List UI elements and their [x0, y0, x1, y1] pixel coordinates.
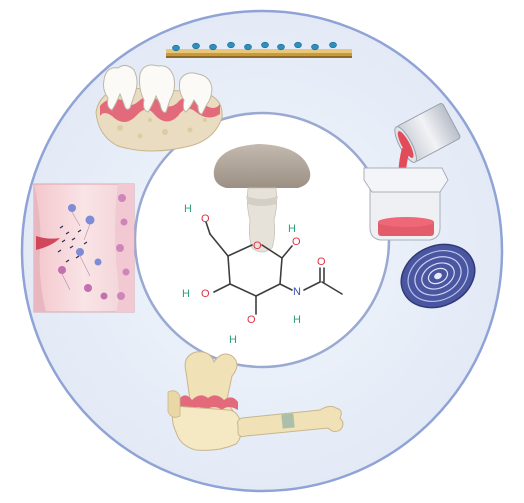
atom-o-carbonyl: O [317, 256, 326, 268]
mushroom-icon [213, 144, 311, 253]
atom-n-amide: N [293, 286, 301, 298]
atom-o-anomeric: O [292, 236, 301, 248]
atom-h-c4: H [182, 288, 190, 300]
atom-o-top: O [201, 213, 210, 225]
atom-o-ring: O [253, 240, 262, 252]
pouring-container-icon [363, 103, 461, 241]
atom-h-top: H [184, 203, 192, 215]
atom-h-c3: H [229, 334, 237, 346]
atom-h-anomeric: H [288, 223, 296, 235]
atom-o-c4: O [201, 288, 210, 300]
atom-h-nh: H [293, 314, 301, 326]
bone-joint-icon [167, 351, 344, 451]
teeth-gum-icon [95, 64, 223, 152]
fiber-roll-icon [400, 243, 476, 309]
drug-coating-icon [166, 41, 352, 58]
skin-wound-icon [33, 183, 135, 313]
atom-o-c3: O [247, 314, 256, 326]
molecule-structure: H O O H O H O N H O O H [182, 203, 343, 346]
